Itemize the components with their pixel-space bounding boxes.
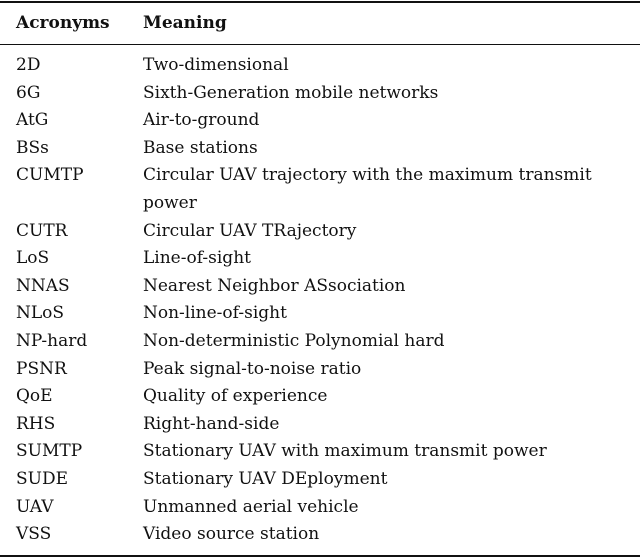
meaning-cell: Sixth-Generation mobile networks bbox=[143, 82, 439, 103]
acronym-cell: UAV bbox=[16, 496, 54, 517]
table-row: VSS Video source station bbox=[0, 521, 640, 549]
table-body: 2D Two-dimensional 6G Sixth-Generation mobi… bbox=[0, 52, 640, 549]
acronym-cell: BSs bbox=[16, 137, 49, 158]
acronym-cell: VSS bbox=[16, 524, 52, 545]
table-row: NLoS Non-line-of-sight bbox=[0, 300, 640, 328]
acronym-cell: NNAS bbox=[16, 275, 70, 296]
meaning-cell: Air-to-ground bbox=[143, 110, 260, 131]
meaning-cell: Circular UAV TRajectory bbox=[143, 220, 357, 241]
acronym-cell: QoE bbox=[16, 386, 53, 407]
table-row: LoS Line-of-sight bbox=[0, 245, 640, 273]
table-row: SUDE Stationary UAV DEployment bbox=[0, 466, 640, 494]
table-row: AtG Air-to-ground bbox=[0, 107, 640, 135]
table-row: CUTR Circular UAV TRajectory bbox=[0, 218, 640, 246]
table-row: CUMTP Circular UAV trajectory with the ma… bbox=[0, 162, 640, 217]
table-header-rule bbox=[0, 44, 640, 45]
acronym-cell: 6G bbox=[16, 82, 41, 103]
table-bottom-rule bbox=[0, 555, 640, 557]
meaning-cell: Base stations bbox=[143, 137, 258, 158]
meaning-cell: Non-line-of-sight bbox=[143, 303, 287, 324]
table-row: QoE Quality of experience bbox=[0, 383, 640, 411]
header-acronyms: Acronyms bbox=[16, 13, 110, 33]
meaning-cell: Unmanned aerial vehicle bbox=[143, 496, 359, 517]
meaning-cell: Non-deterministic Polynomial hard bbox=[143, 330, 445, 351]
meaning-cell: Circular UAV trajectory with the maximum… bbox=[143, 165, 592, 213]
meaning-cell: Video source station bbox=[143, 524, 320, 545]
acronym-cell: NLoS bbox=[16, 303, 65, 324]
table-row: 2D Two-dimensional bbox=[0, 52, 640, 80]
meaning-cell: Two-dimensional bbox=[143, 55, 289, 75]
meaning-cell: Nearest Neighbor ASsociation bbox=[143, 275, 406, 296]
table-row: BSs Base stations bbox=[0, 135, 640, 163]
acronym-cell: NP-hard bbox=[16, 330, 88, 351]
table-row: PSNR Peak signal-to-noise ratio bbox=[0, 356, 640, 384]
table-top-rule bbox=[0, 1, 640, 3]
table-row: NP-hard Non-deterministic Polynomial hard bbox=[0, 328, 640, 356]
table-row: NNAS Nearest Neighbor ASsociation bbox=[0, 273, 640, 301]
acronym-cell: AtG bbox=[16, 110, 49, 131]
acronym-cell: CUMTP bbox=[16, 165, 84, 186]
acronym-cell: RHS bbox=[16, 413, 56, 434]
acronym-cell: 2D bbox=[16, 55, 41, 75]
meaning-cell: Quality of experience bbox=[143, 386, 328, 407]
header-meaning: Meaning bbox=[143, 13, 227, 33]
acronym-cell: LoS bbox=[16, 248, 50, 269]
acronym-cell: PSNR bbox=[16, 358, 67, 379]
table-row: RHS Right-hand-side bbox=[0, 411, 640, 439]
acronym-cell: SUMTP bbox=[16, 441, 83, 462]
meaning-cell: Peak signal-to-noise ratio bbox=[143, 358, 362, 379]
table-row: UAV Unmanned aerial vehicle bbox=[0, 494, 640, 522]
meaning-cell: Stationary UAV DEployment bbox=[143, 468, 388, 489]
acronym-cell: SUDE bbox=[16, 468, 69, 489]
table-row: SUMTP Stationary UAV with maximum transmi… bbox=[0, 438, 640, 466]
meaning-cell: Line-of-sight bbox=[143, 248, 251, 269]
table-row: 6G Sixth-Generation mobile networks bbox=[0, 80, 640, 108]
meaning-cell: Stationary UAV with maximum transmit pow… bbox=[143, 441, 547, 462]
acronym-cell: CUTR bbox=[16, 220, 68, 241]
meaning-cell: Right-hand-side bbox=[143, 413, 280, 434]
